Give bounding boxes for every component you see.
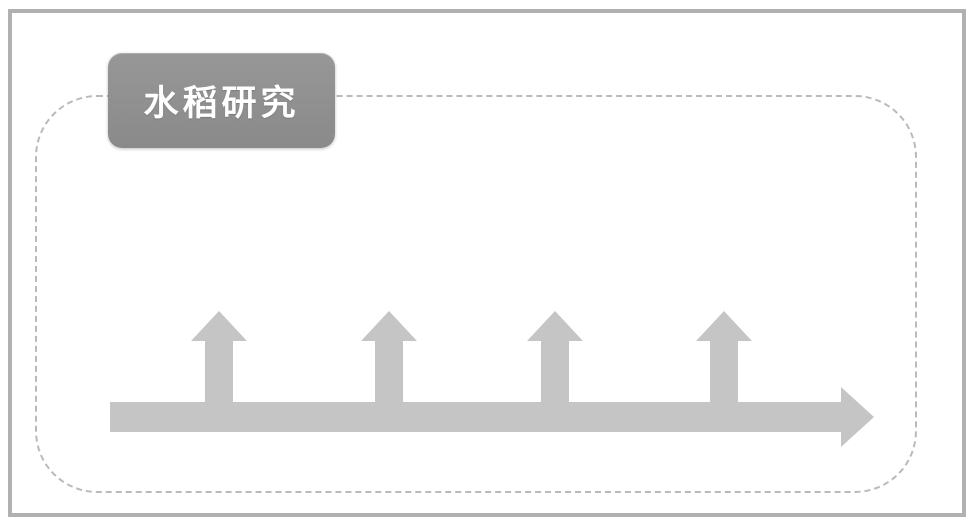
up-arrow-icon-3 [527, 311, 583, 402]
category-label-box: 水稻研究 [108, 53, 335, 148]
outer-border [8, 9, 966, 517]
timeline-right-arrow-icon [110, 387, 874, 447]
up-arrow-icon-4 [696, 311, 752, 402]
up-arrow-icon-2 [361, 311, 417, 402]
category-label-text: 水稻研究 [143, 84, 300, 123]
up-arrows-group [191, 311, 752, 402]
dashed-boundary-panel [35, 95, 917, 493]
up-arrow-icon-1 [191, 311, 247, 402]
